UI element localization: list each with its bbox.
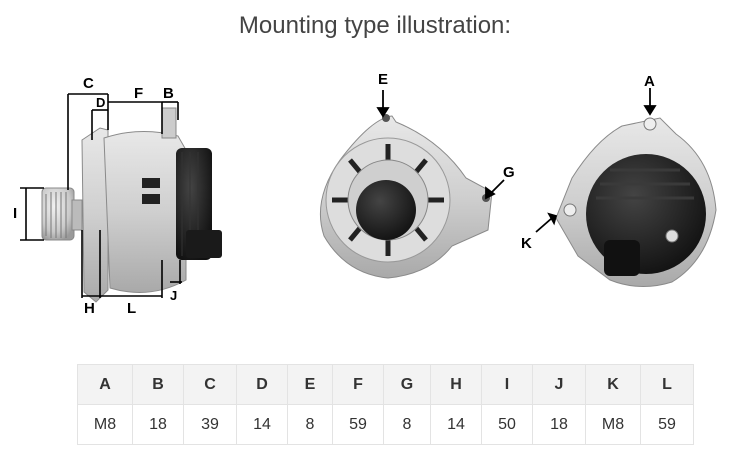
label-d: D: [96, 95, 105, 110]
table-header-cell: C: [183, 364, 237, 405]
table-cell: M8: [585, 404, 641, 445]
label-k: K: [521, 235, 532, 252]
table-header-cell: G: [383, 364, 431, 405]
table-cell: 8: [383, 404, 431, 445]
table-cell: M8: [77, 404, 133, 445]
table-header-cell: K: [585, 364, 641, 405]
table-header-cell: B: [132, 364, 184, 405]
side-view: C F D B I H L J: [13, 75, 222, 317]
table-header-cell: F: [332, 364, 384, 405]
table-cell: 14: [430, 404, 482, 445]
table-header-cell: L: [640, 364, 694, 405]
label-h: H: [84, 300, 95, 317]
rear-view: A K: [521, 73, 717, 288]
label-l: L: [127, 300, 136, 317]
table-cell: 18: [132, 404, 184, 445]
table-row: M8 18 39 14 8 59 8 14 50 18 M8 59: [77, 404, 694, 445]
table-header-cell: E: [287, 364, 333, 405]
label-i: I: [13, 205, 17, 222]
table-cell: 59: [640, 404, 694, 445]
page-title: Mounting type illustration:: [238, 12, 512, 39]
mounting-illustration: C F D B I H L J: [0, 60, 750, 330]
table-header-row: A B C D E F G H I J K L: [77, 364, 694, 405]
table-cell: 18: [532, 404, 586, 445]
label-e: E: [378, 71, 388, 88]
label-a: A: [644, 73, 655, 90]
alternator-diagram: C F D B I H L J: [13, 71, 717, 317]
label-f: F: [134, 85, 143, 102]
label-c: C: [83, 75, 94, 92]
table-cell: 8: [287, 404, 333, 445]
label-j: J: [170, 288, 177, 303]
table-header-cell: J: [532, 364, 586, 405]
table-header-cell: I: [481, 364, 533, 405]
table-header-cell: A: [77, 364, 133, 405]
table-header-cell: D: [236, 364, 288, 405]
table-cell: 59: [332, 404, 384, 445]
pulley-icon: [41, 187, 83, 241]
front-view: E G: [319, 71, 515, 279]
table-cell: 50: [481, 404, 533, 445]
table-cell: 14: [236, 404, 288, 445]
label-b: B: [163, 85, 174, 102]
table-cell: 39: [183, 404, 237, 445]
dimensions-table: A B C D E F G H I J K L M8 18 39 14 8 59…: [77, 364, 694, 445]
table-header-cell: H: [430, 364, 482, 405]
label-g: G: [503, 164, 515, 181]
